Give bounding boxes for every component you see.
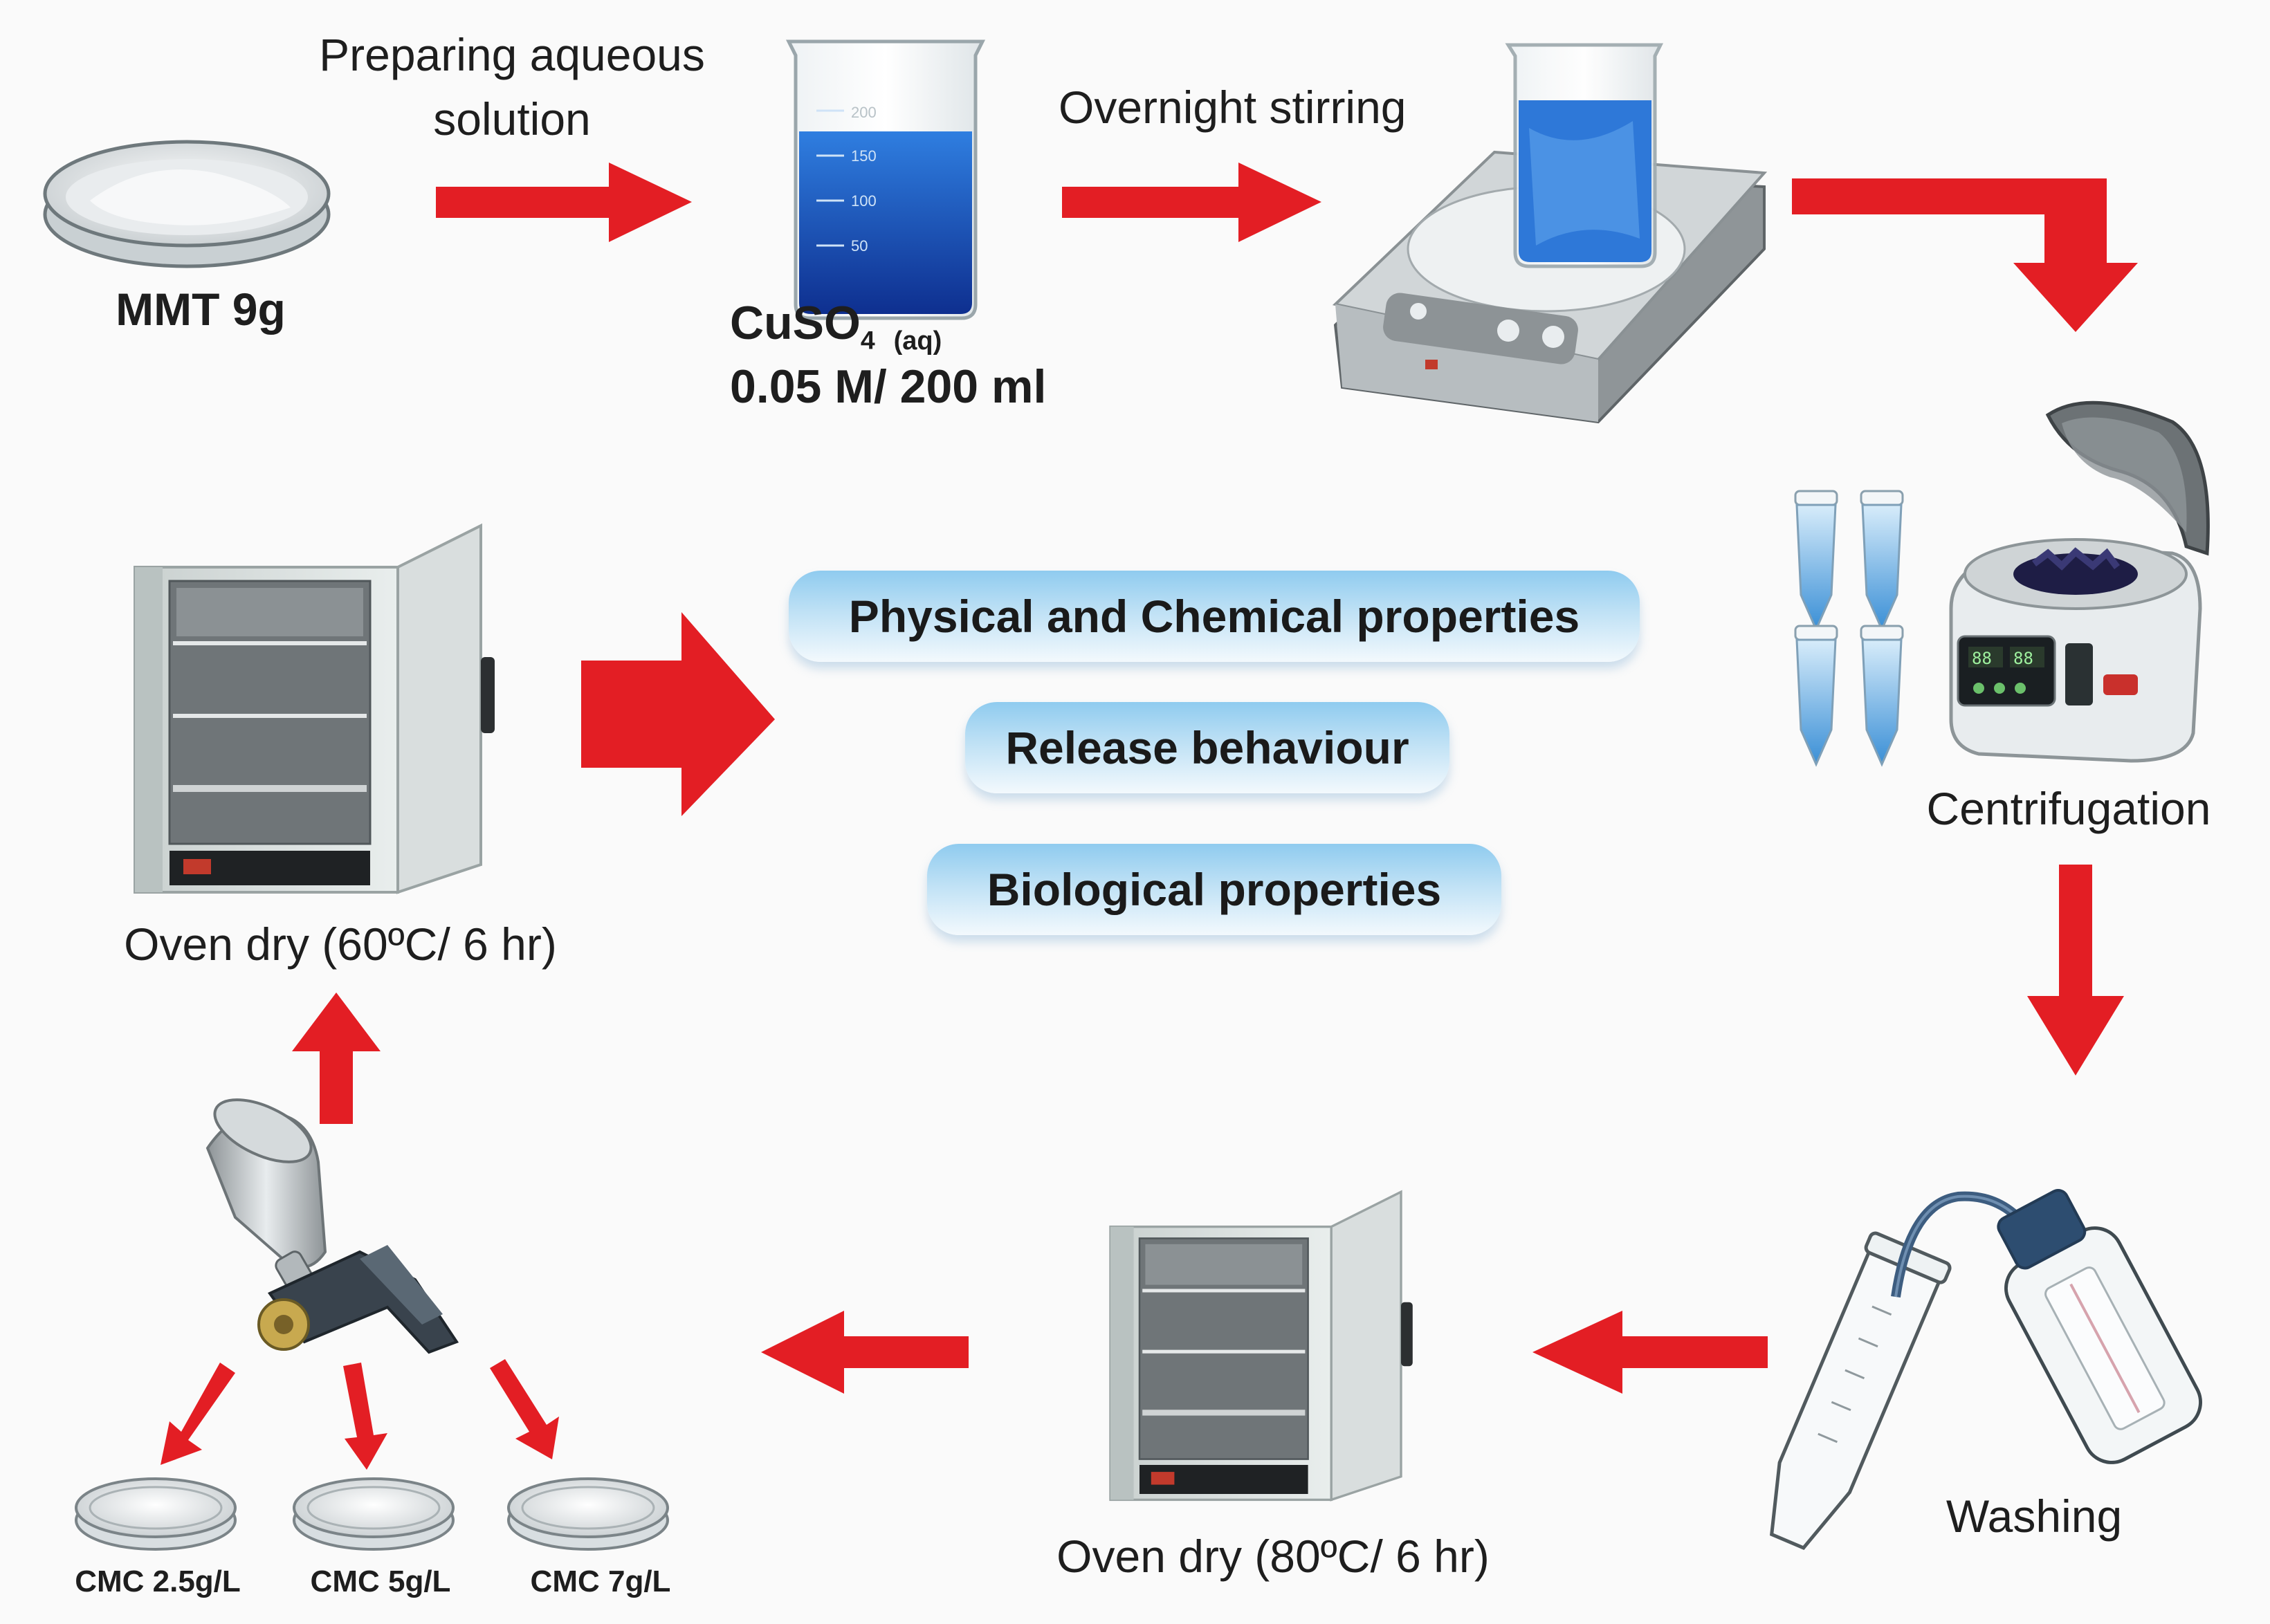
arrow-to-spray xyxy=(761,1311,969,1394)
centrifuge-icon xyxy=(1949,400,2210,763)
property-pill-biological: Biological properties xyxy=(927,844,1501,935)
beaker-mark-50: 50 xyxy=(851,237,868,255)
arrow-to-dish-1 xyxy=(161,1363,235,1465)
cmc-label-3: CMC 7g/L xyxy=(530,1565,671,1598)
stirring-label: Overnight stirring xyxy=(1059,82,1407,133)
centrifugation-label: Centrifugation xyxy=(1926,783,2211,834)
property-pill-physical-chemical: Physical and Chemical properties xyxy=(789,571,1640,662)
petri-dish-cmc-3-icon xyxy=(507,1477,669,1551)
oven-dry-60-label: Oven dry (60ºC/ 6 hr) xyxy=(124,919,557,970)
arrow-to-properties xyxy=(581,612,775,816)
beaker-mark-200: 200 xyxy=(851,104,877,121)
spray-gun-icon xyxy=(205,1098,459,1354)
beaker-icon xyxy=(785,39,986,320)
oven-icon xyxy=(135,526,495,892)
oven-icon xyxy=(1110,1192,1413,1500)
cuso4-subscript: 4 xyxy=(860,325,875,355)
arrow-elbow-to-centrifuge xyxy=(1792,178,2138,332)
arrow-to-stirrer xyxy=(1062,163,1321,242)
cmc-label-1: CMC 2.5g/L xyxy=(75,1565,241,1598)
washing-label: Washing xyxy=(1946,1491,2123,1542)
arrow-to-washing xyxy=(2027,865,2124,1076)
centrifuge-display-right: 88 xyxy=(2013,649,2033,668)
centrifuge-display-left: 88 xyxy=(1972,649,1992,668)
cuso4-state: (aq) xyxy=(893,326,942,356)
microtube-icon xyxy=(1794,490,1904,766)
arrow-to-oven-80 xyxy=(1532,1311,1768,1394)
mmt-label: MMT 9g xyxy=(116,284,286,335)
falcon-tube-icon xyxy=(1770,1231,1952,1550)
beaker-mark-150: 150 xyxy=(851,147,877,165)
stirred-beaker-icon xyxy=(1505,43,1664,268)
preparing-label-line2: solution xyxy=(433,93,591,145)
wash-bottle-icon xyxy=(1891,1189,2202,1464)
arrow-to-dish-3 xyxy=(490,1359,559,1459)
arrow-to-oven-60 xyxy=(292,993,381,1124)
property-pill-release: Release behaviour xyxy=(965,702,1449,793)
cuso4-label: CuSO4 (aq) xyxy=(730,296,942,357)
petri-dish-cmc-1-icon xyxy=(75,1477,237,1551)
oven-dry-80-label: Oven dry (80ºC/ 6 hr) xyxy=(1056,1531,1490,1582)
preparing-label-line1: Preparing aqueous xyxy=(319,29,705,80)
arrow-to-dish-2 xyxy=(343,1363,387,1470)
beaker-mark-100: 100 xyxy=(851,192,877,210)
cuso4-formula: CuSO xyxy=(730,297,861,349)
petri-dish-cmc-2-icon xyxy=(293,1477,455,1551)
cuso4-concentration: 0.05 M/ 200 ml xyxy=(730,360,1047,413)
cmc-label-2: CMC 5g/L xyxy=(310,1565,451,1598)
petri-dish-icon xyxy=(43,140,331,268)
arrow-to-beaker xyxy=(436,163,692,242)
